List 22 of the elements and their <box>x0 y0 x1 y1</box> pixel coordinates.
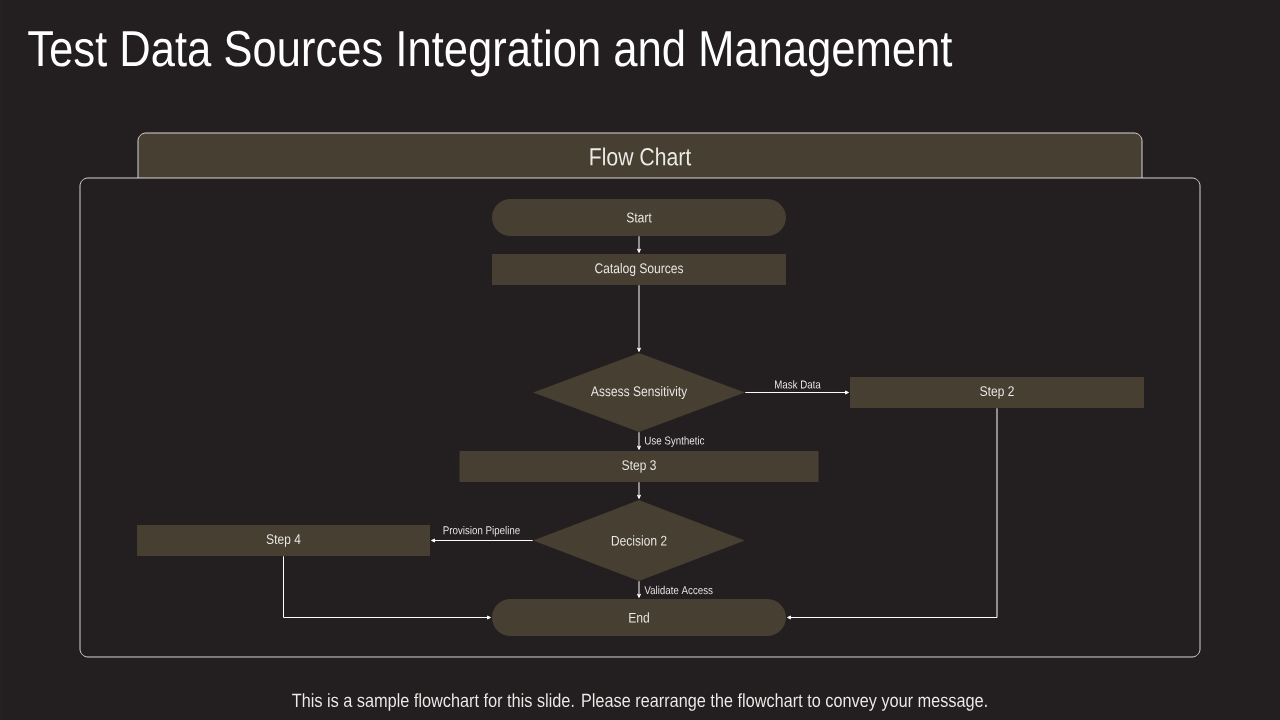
node-label: Flow Chart <box>590 147 692 166</box>
arrow <box>637 235 641 253</box>
arrow <box>637 580 641 598</box>
arrow <box>637 481 641 499</box>
edge-label: Mask Data <box>775 380 821 389</box>
arrow <box>744 390 849 395</box>
arrow <box>637 431 641 450</box>
rounded-box: End <box>492 599 786 636</box>
edge-label: Use Synthetic <box>645 436 705 447</box>
arrow <box>283 555 491 620</box>
process-box: Catalog Sources <box>492 254 786 285</box>
arrow <box>637 284 641 352</box>
edge-label: Provision Pipeline <box>443 525 520 537</box>
edge-label: Validate Access <box>644 585 713 595</box>
arrow <box>431 538 534 543</box>
arrow <box>787 407 998 620</box>
process-box: Step 3 <box>459 451 819 482</box>
footer-note: This is a sample flowchart for this slide. Please rearrange the flowchart to convey your message. <box>292 693 987 711</box>
process-box: Step 4 <box>137 525 430 556</box>
rounded-box: Start <box>492 199 786 236</box>
process-box: Step 2 <box>850 377 1144 408</box>
slide-title: Test Data Sources Integration and Management <box>28 29 953 77</box>
